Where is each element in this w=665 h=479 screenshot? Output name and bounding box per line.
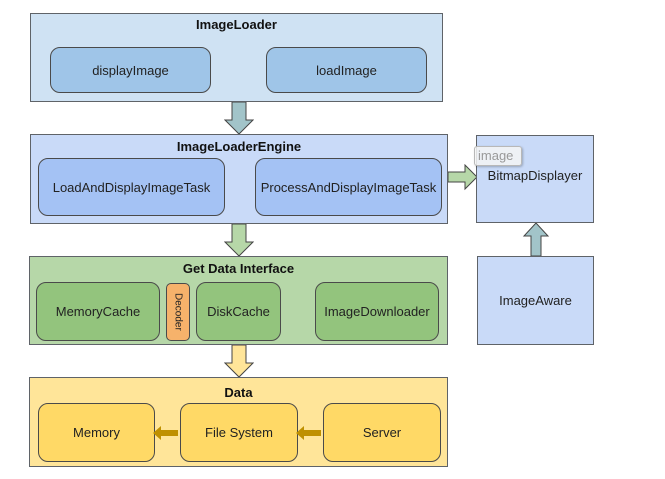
engine-title: ImageLoaderEngine: [176, 139, 302, 154]
get-data-interface-group: Get Data Interface MemoryCache Decoder D…: [29, 256, 448, 345]
data-group: Data Memory File System Server: [29, 377, 448, 467]
data-title: Data: [224, 385, 253, 400]
bitmap-displayer-box: BitmapDisplayer: [476, 135, 594, 223]
arrow-server-to-file-system: [296, 426, 321, 440]
memory-node: Memory: [38, 403, 155, 462]
arrow-loader-to-engine: [224, 102, 254, 135]
get-data-title: Get Data Interface: [182, 261, 295, 276]
decoder-node: Decoder: [166, 283, 190, 341]
load-image-node: loadImage: [266, 47, 427, 93]
process-and-display-task-node: ProcessAndDisplayImageTask: [255, 158, 442, 216]
arrow-image-aware-to-bitmap-displayer: [522, 223, 550, 257]
memory-cache-node: MemoryCache: [36, 282, 160, 341]
display-image-node: displayImage: [50, 47, 211, 93]
arrow-engine-to-bitmap-displayer: [448, 164, 478, 191]
load-and-display-task-node: LoadAndDisplayImageTask: [38, 158, 225, 216]
arrow-file-system-to-memory: [153, 426, 178, 440]
server-node: Server: [323, 403, 441, 462]
image-aware-box: ImageAware: [477, 256, 594, 345]
image-loader-title: ImageLoader: [196, 17, 277, 32]
image-loader-engine-group: ImageLoaderEngine LoadAndDisplayImageTas…: [30, 134, 448, 224]
image-loader-group: ImageLoader displayImage loadImage: [30, 13, 443, 102]
image-tooltip: image: [474, 146, 522, 166]
bitmap-displayer-label: BitmapDisplayer: [487, 167, 583, 183]
image-downloader-node: ImageDownloader: [315, 282, 439, 341]
file-system-node: File System: [180, 403, 298, 462]
arrow-get-data-to-data: [224, 345, 254, 378]
image-aware-label: ImageAware: [499, 293, 572, 308]
arrow-engine-to-get-data: [224, 224, 254, 257]
disk-cache-node: DiskCache: [196, 282, 281, 341]
